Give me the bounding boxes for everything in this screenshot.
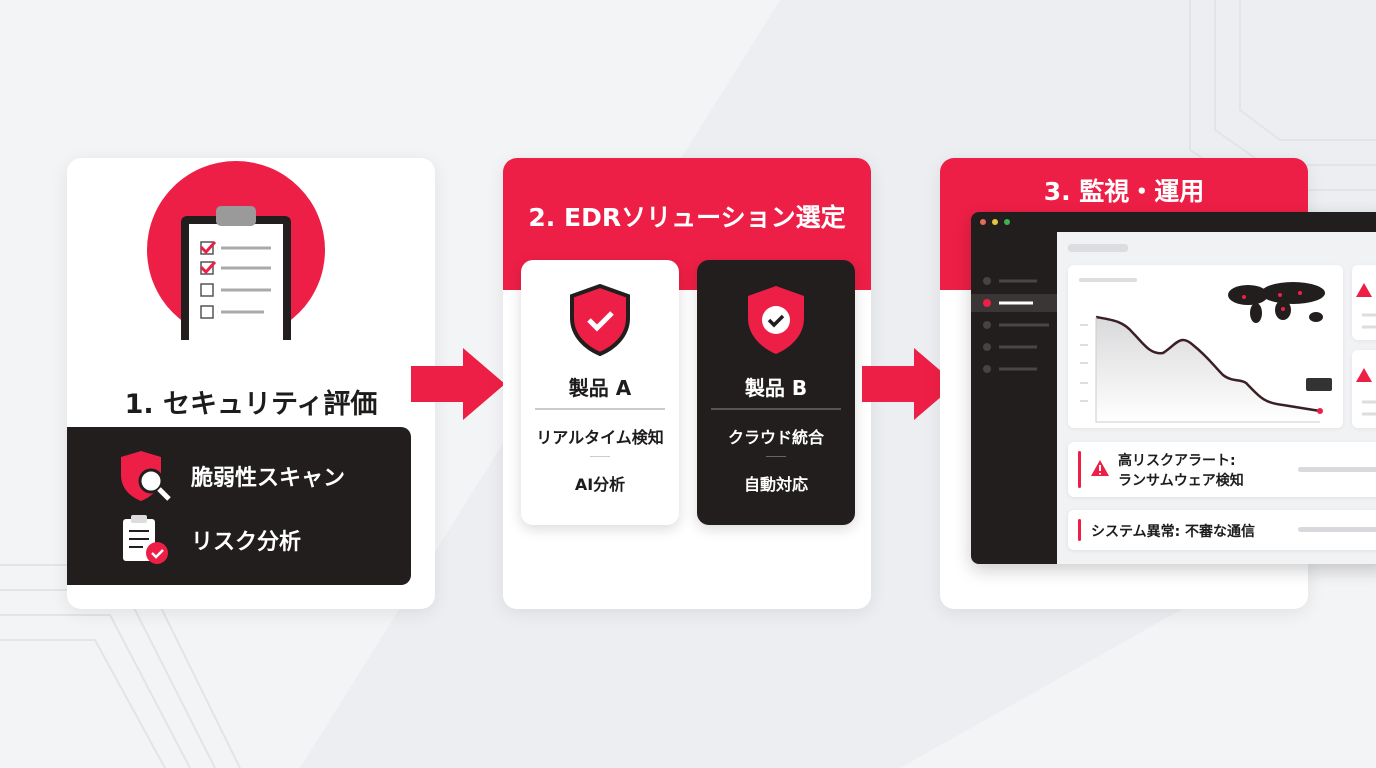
- alert-text: システム異常: 不審な通信: [1091, 524, 1256, 540]
- dashboard-window: 高リスクアラート:ランサムウェア検知 システム異常: 不審な通信: [971, 212, 1376, 564]
- divider: [711, 408, 841, 410]
- shield-search-icon: [121, 451, 171, 501]
- window-controls: [980, 219, 1010, 225]
- threat-chart-panel: [1068, 265, 1343, 428]
- clipboard-check-icon: [123, 515, 168, 564]
- dashboard-main: 高リスクアラート:ランサムウェア検知 システム異常: 不審な通信: [1057, 232, 1376, 564]
- product-feature: リアルタイム検知: [536, 428, 664, 447]
- product-name: 製品 A: [568, 376, 632, 400]
- shield-check-icon: [570, 284, 630, 356]
- divider: [535, 408, 665, 410]
- divider: [766, 456, 786, 457]
- alert-summary-panel: [1352, 350, 1376, 428]
- step3-title: 3. 監視・運用: [1043, 177, 1205, 206]
- step2-card: 2. EDRソリューション選定 製品 A リアルタイム検知 AI分析 製品 B …: [503, 158, 871, 609]
- task-item: 脆弱性スキャン: [117, 451, 345, 501]
- system-anomaly-alert[interactable]: システム異常: 不審な通信: [1068, 510, 1376, 550]
- shield-check-icon: [748, 286, 804, 354]
- product-feature: クラウド統合: [727, 428, 824, 447]
- arrow-right-icon: [411, 348, 505, 420]
- clipboard-checklist-icon: [147, 161, 325, 340]
- product-a-card[interactable]: 製品 A リアルタイム検知 AI分析: [521, 260, 679, 525]
- alert-summary-panel: [1352, 265, 1376, 340]
- task-label: リスク分析: [191, 530, 302, 555]
- sidebar-nav: [983, 277, 1049, 373]
- step1-card: 1. セキュリティ評価 脆弱性スキャン リスク分析: [67, 158, 435, 609]
- arrow-right-icon: [862, 348, 956, 420]
- product-b-card[interactable]: 製品 B クラウド統合 自動対応: [697, 260, 855, 525]
- step1-title: 1. セキュリティ評価: [124, 389, 378, 420]
- task-label: 脆弱性スキャン: [191, 466, 346, 491]
- warning-icon: [1091, 460, 1109, 476]
- task-item: リスク分析: [117, 515, 301, 565]
- step1-task-panel: 脆弱性スキャン リスク分析: [67, 427, 411, 585]
- high-risk-alert[interactable]: 高リスクアラート:ランサムウェア検知: [1068, 442, 1376, 497]
- product-name: 製品 B: [744, 376, 808, 400]
- product-feature: 自動対応: [743, 475, 808, 494]
- step2-title: 2. EDRソリューション選定: [528, 203, 846, 232]
- alert-text: 高リスクアラート:ランサムウェア検知: [1118, 453, 1244, 489]
- threat-trend-chart: [1068, 278, 1332, 428]
- world-map-icon: [1228, 282, 1325, 323]
- divider: [590, 456, 610, 457]
- product-feature: AI分析: [574, 475, 626, 494]
